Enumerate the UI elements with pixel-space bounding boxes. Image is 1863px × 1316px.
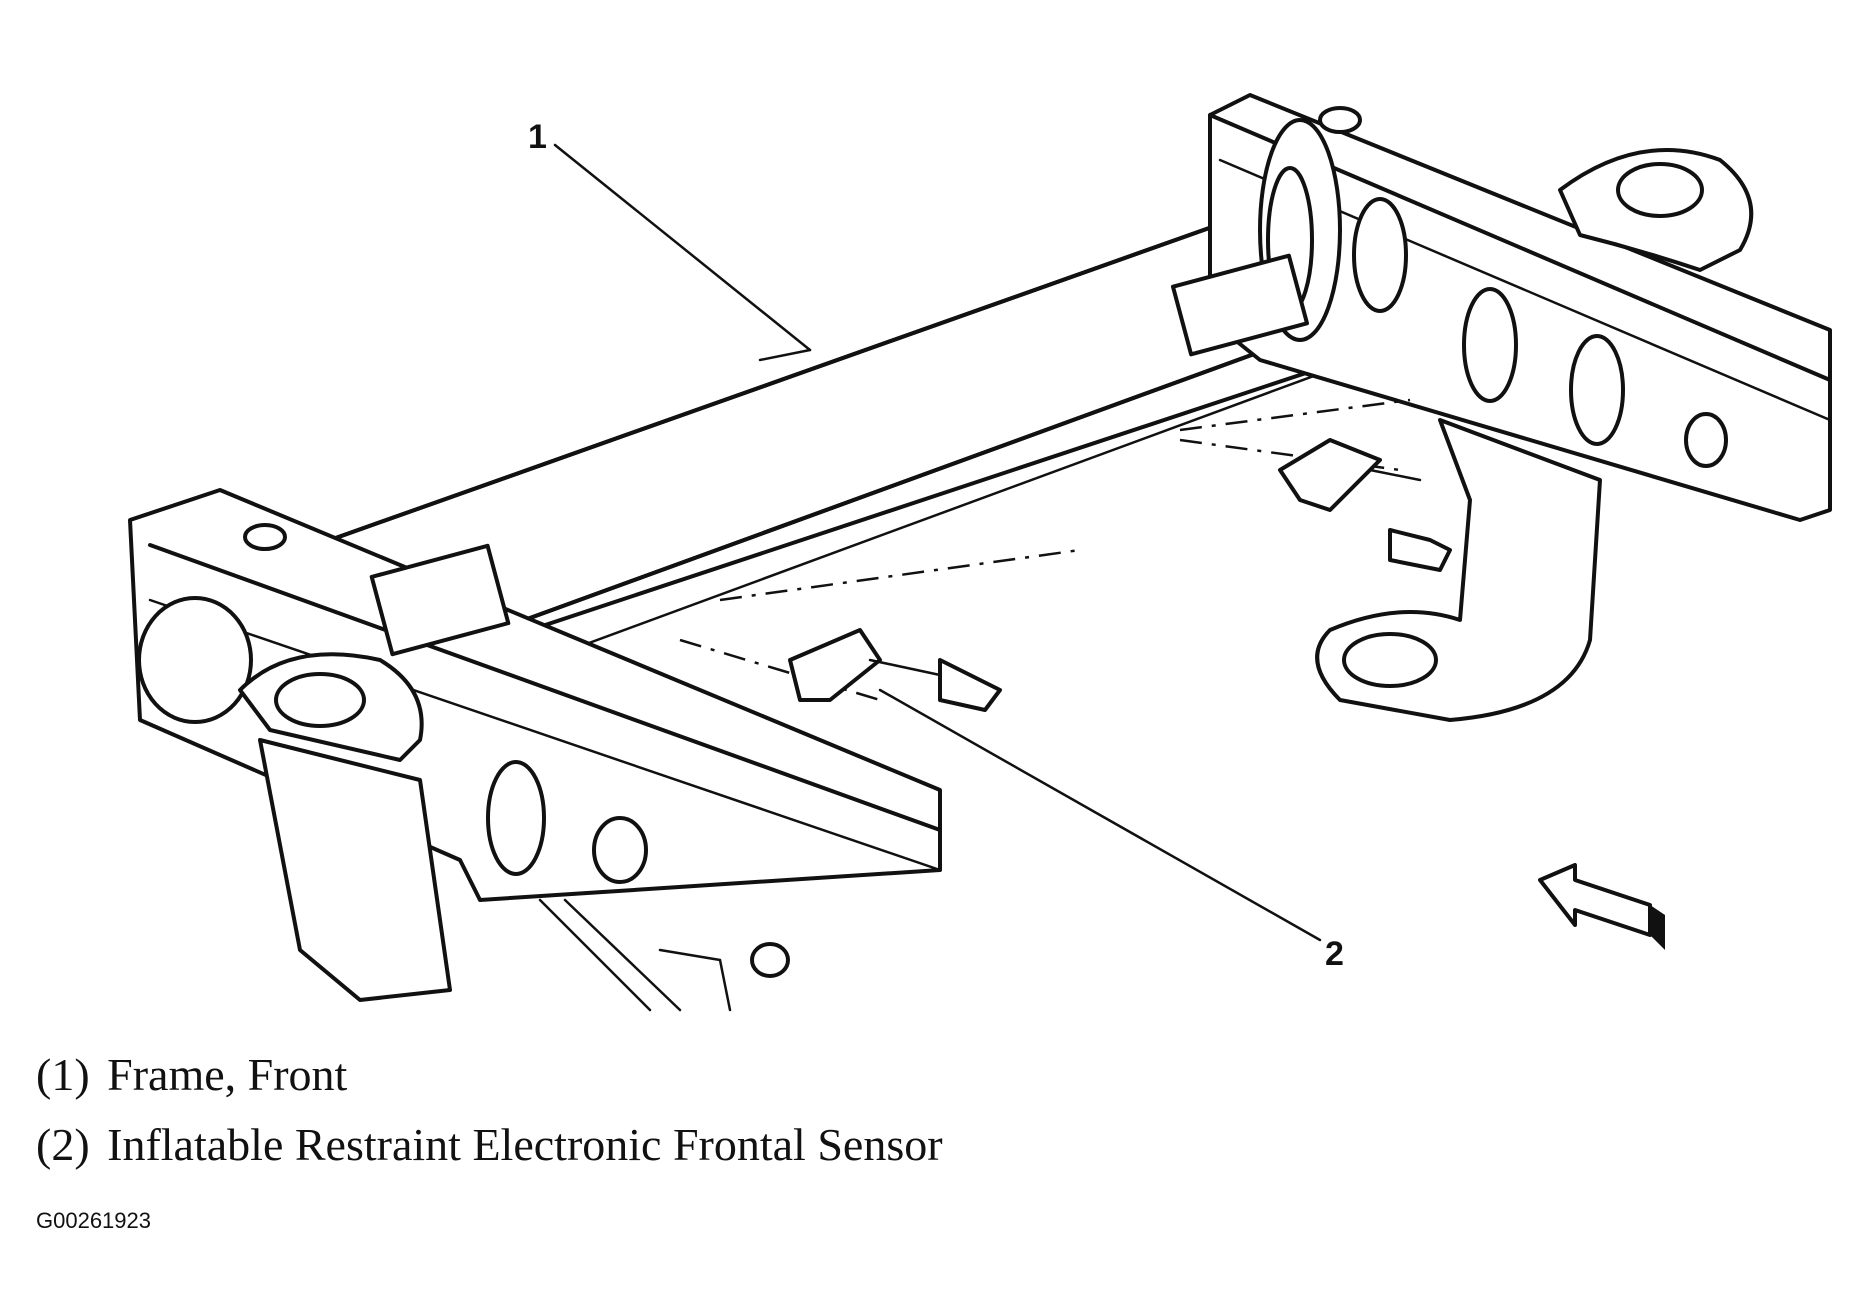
rail-hole [1684,412,1728,468]
rail-slot [1462,287,1518,403]
legend-item-2: (2) Inflatable Restraint Electronic Fron… [36,1118,943,1171]
rail-stud [243,523,287,551]
right-frame-rail [1170,93,1832,722]
sensor-bolt [1388,528,1452,572]
legend-number: (2) [36,1119,90,1170]
left-lower-leg [258,738,452,1002]
callout-2: 2 [1325,935,1344,973]
legend-item-1: (1) Frame, Front [36,1048,347,1101]
front-direction-arrow-icon [1538,863,1665,950]
leader-line-1 [553,143,812,352]
rail-hole [592,816,648,884]
sensor-mount-pad [1170,253,1310,357]
rail-stud [1318,106,1362,134]
legend-text: Frame, Front [107,1049,348,1100]
leader-line-1-tail [758,348,812,362]
figure-id: G00261923 [36,1208,151,1233]
legend-text: Inflatable Restraint Electronic Frontal … [107,1119,943,1170]
leader-line-2 [878,688,1322,942]
rail-slot [1352,197,1408,313]
callout-1: 1 [528,118,547,156]
legend-number: (1) [36,1049,90,1100]
sensor-bolt [938,658,1002,712]
sensor-assembly-right [1179,398,1452,572]
rail-slot [486,760,546,876]
left-frame-rail [128,488,942,1012]
sensor-mount-pad [369,543,511,657]
rail-slot [1569,334,1625,446]
tube-end-opening [137,596,253,724]
sensor-assembly-left [679,548,1081,712]
